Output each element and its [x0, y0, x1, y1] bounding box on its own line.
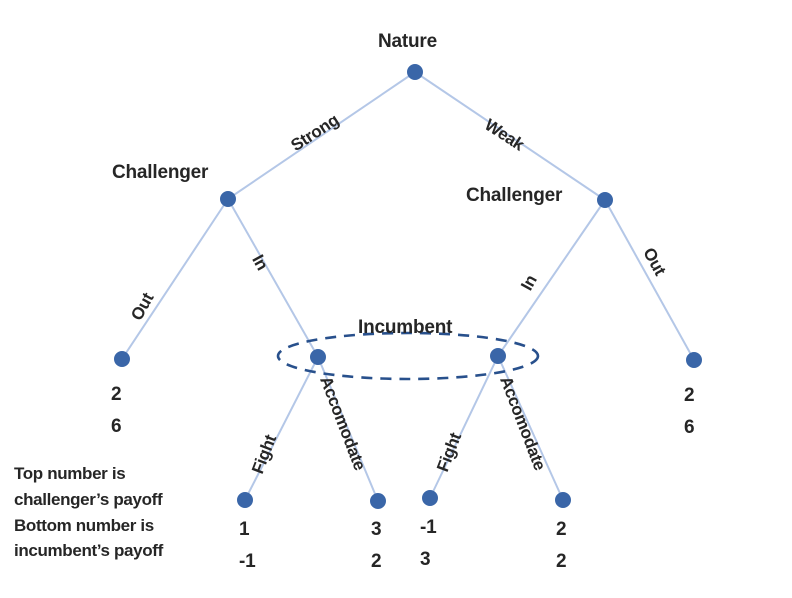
- edge-challenger-right-to-term-out-right: [604, 199, 695, 361]
- node-term-out-right: [686, 352, 702, 368]
- edge-challenger-right-to-incumbent-right: [497, 199, 606, 357]
- node-term-fight-right: [422, 490, 438, 506]
- legend-line-1: Top number is: [14, 464, 126, 483]
- edge-nature-to-challenger-left: [227, 71, 416, 200]
- edge-challenger-left-to-incumbent-left: [227, 198, 319, 358]
- node-term-acc-right: [555, 492, 571, 508]
- node-label-challenger-right: Challenger: [466, 185, 563, 206]
- node-label-challenger-left: Challenger: [112, 162, 209, 183]
- edge-nature-to-challenger-right: [414, 71, 606, 201]
- node-term-fight-left: [237, 492, 253, 508]
- payoff-legend: Top number is challenger’s payoff Bottom…: [14, 461, 229, 564]
- information-set-ellipse: [276, 331, 540, 381]
- payoff-bottom-incumbent: 2: [556, 551, 567, 572]
- payoff-bottom-incumbent: -1: [239, 551, 256, 572]
- payoff-bottom-incumbent: 6: [111, 416, 122, 437]
- payoff-bottom-incumbent: 3: [420, 549, 431, 570]
- payoff-top-challenger: 2: [111, 384, 122, 405]
- edge-incumbent-right-to-term-acc-right: [497, 355, 564, 501]
- payoff-top-challenger: -1: [420, 517, 437, 538]
- payoff-top-challenger: 3: [371, 519, 382, 540]
- node-challenger-left: [220, 191, 236, 207]
- infoset-label-incumbent: Incumbent: [358, 317, 453, 338]
- payoff-bottom-incumbent: 6: [684, 417, 695, 438]
- legend-line-4: incumbent’s payoff: [14, 541, 163, 561]
- payoff-top-challenger: 1: [239, 519, 250, 540]
- node-term-acc-left: [370, 493, 386, 509]
- legend-line-2: challenger’s payoff: [14, 489, 163, 509]
- payoff-top-challenger: 2: [684, 385, 695, 406]
- edge-incumbent-right-to-term-fight-right: [429, 355, 499, 499]
- node-term-out-left: [114, 351, 130, 367]
- node-challenger-right: [597, 192, 613, 208]
- edge-incumbent-left-to-term-fight-left: [244, 356, 319, 501]
- nodes-group: [114, 64, 702, 509]
- edge-challenger-left-to-term-out-left: [121, 198, 229, 360]
- incumbent-infoset-ellipse: [276, 331, 540, 381]
- node-nature: [407, 64, 423, 80]
- payoff-top-challenger: 2: [556, 519, 567, 540]
- node-label-nature: Nature: [378, 31, 437, 52]
- node-incumbent-left: [310, 349, 326, 365]
- node-incumbent-right: [490, 348, 506, 364]
- legend-line-3: Bottom number is: [14, 515, 154, 535]
- payoff-term-fight-left: 1 -1: [239, 520, 256, 571]
- edges-group: [121, 71, 695, 502]
- payoff-bottom-incumbent: 2: [371, 551, 382, 572]
- payoff-term-fight-right: -1 3: [420, 518, 437, 569]
- edge-incumbent-left-to-term-acc-left: [317, 356, 379, 502]
